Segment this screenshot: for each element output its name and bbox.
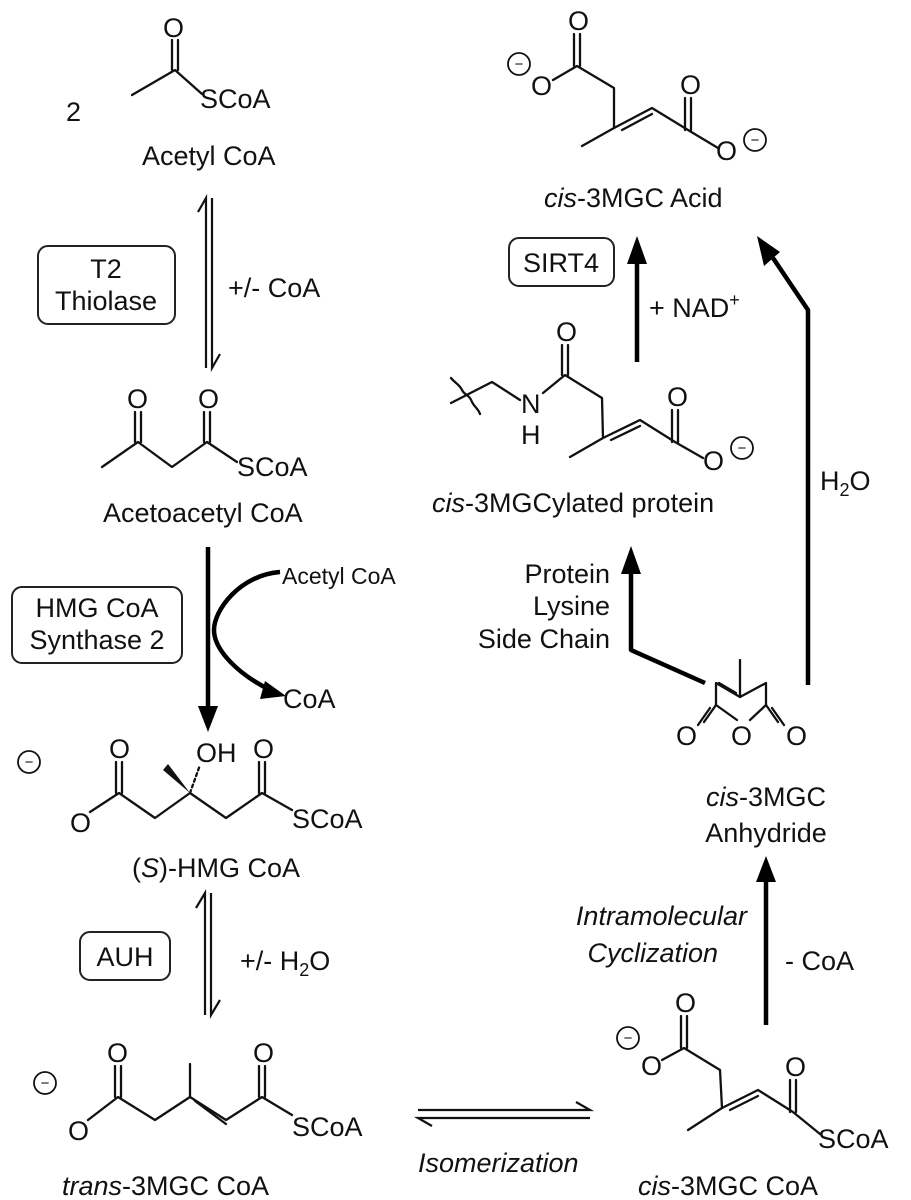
lysine-label-line2: Lysine	[533, 591, 610, 621]
protein-amide-oxygen: O	[556, 317, 577, 347]
acid-carboxylate-oxygen-left: O	[531, 71, 552, 101]
water-exchange-condition: +/- H2O	[240, 946, 330, 980]
cis-coa-thioester: SCoA	[818, 1124, 889, 1154]
auh-equilibrium-arrows	[195, 889, 221, 1019]
svg-text:−: −	[624, 1030, 633, 1047]
auh-enzyme-box: AUH	[79, 931, 171, 981]
acetoacetyl-thioester: SCoA	[237, 452, 308, 482]
trans-thioester-oxygen: O	[253, 1038, 274, 1068]
acetoacetyl-coa-structure: O O SCoA Acetoacetyl CoA	[100, 384, 308, 528]
svg-text:−: −	[25, 754, 34, 771]
cis-coa-thioester-oxygen: O	[785, 1052, 806, 1082]
svg-text:−: −	[41, 1075, 50, 1092]
acetyl-carbonyl-oxygen: O	[163, 13, 184, 43]
sirt4-enzyme-box: SIRT4	[508, 237, 615, 287]
water-condition: H2O	[820, 466, 871, 500]
anhydride-ring-oxygen: O	[731, 721, 752, 751]
acetoacetyl-ketone-oxygen: O	[127, 384, 148, 414]
svg-text:−: −	[751, 132, 760, 149]
hmg-thioester: SCoA	[292, 804, 363, 834]
anhydride-structure: O O O cis-3MGC Anhydride	[676, 658, 827, 848]
hmg-coa-structure: − O O O OH SCoA (S)-HMG CoA	[17, 734, 363, 883]
synthase-enzyme-box: HMG CoA Synthase 2	[11, 586, 183, 664]
thiolase-enzyme-box: T2 Thiolase	[37, 245, 176, 325]
lysine-label-line1: Protein	[524, 559, 610, 589]
thiolase-label-line2: Thiolase	[55, 286, 157, 316]
trans-3mgc-coa-label: trans-3MGC CoA	[62, 1171, 269, 1200]
anhydride-carbonyl-oxygen-left: O	[676, 721, 697, 751]
anhydride-carbonyl-oxygen-right: O	[786, 721, 807, 751]
coa-exchange-condition: +/- CoA	[228, 273, 320, 303]
acetoacetyl-coa-label: Acetoacetyl CoA	[103, 498, 303, 528]
nad-condition: + NAD+	[649, 290, 740, 323]
cyclization-arrow	[756, 856, 776, 1025]
protein-carboxylate-oxygen: O	[703, 446, 724, 476]
3mgc-acid-structure: − O O O O − cis-3MGC Acid	[507, 6, 767, 213]
acetyl-coa-cosubstrate: Acetyl CoA	[282, 563, 396, 589]
sirt4-arrow	[627, 236, 647, 362]
protein-amide-hydrogen: H	[521, 420, 541, 450]
hmg-hydroxyl: OH	[196, 738, 237, 768]
3mgc-acid-label: cis-3MGC Acid	[544, 183, 723, 213]
cis-3mgc-coa-structure: − O O O SCoA cis-3MGC CoA	[616, 988, 889, 1200]
hmg-carboxyl-oxygen: O	[109, 734, 130, 764]
3mgcylated-protein-structure: N H O O O − cis-3MGCylated protein	[432, 317, 754, 518]
trans-thioester: SCoA	[292, 1112, 363, 1142]
acid-carboxyl-oxygen-left: O	[568, 6, 589, 36]
isomerization-equilibrium-arrows	[413, 1101, 595, 1127]
trans-carboxylate-oxygen: O	[68, 1116, 89, 1146]
hydrolysis-arrow	[757, 236, 811, 685]
svg-text:−: −	[738, 440, 747, 457]
lysine-arrow	[621, 546, 706, 686]
hmg-coa-label: (S)-HMG CoA	[132, 853, 300, 883]
cis-3mgc-coa-label: cis-3MGC CoA	[638, 1171, 818, 1200]
trans-3mgc-coa-structure: − O O O SCoA trans-3MGC CoA	[33, 1038, 363, 1200]
hmg-carboxylate-oxygen: O	[70, 808, 91, 838]
trans-carboxyl-oxygen: O	[107, 1038, 128, 1068]
hmg-thioester-oxygen: O	[253, 734, 274, 764]
anhydride-label-line2: Anhydride	[705, 818, 827, 848]
acetyl-thioester: SCoA	[200, 84, 271, 114]
acetyl-coa-structure: 2 O SCoA Acetyl CoA	[66, 13, 276, 171]
sirt4-label: SIRT4	[523, 248, 599, 278]
acid-carboxyl-oxygen-right: O	[680, 70, 701, 100]
acid-carboxylate-oxygen-right: O	[716, 136, 737, 166]
anhydride-label-line1: cis-3MGC	[706, 782, 826, 812]
protein-amide-nitrogen: N	[521, 389, 541, 419]
acetoacetyl-thioester-oxygen: O	[198, 384, 219, 414]
isomerization-label: Isomerization	[418, 1148, 579, 1178]
cis-coa-carboxyl-oxygen: O	[675, 988, 696, 1018]
thiolase-equilibrium-arrows	[197, 193, 221, 373]
cyclization-label-line1: Intramolecular	[576, 901, 748, 931]
synthase-arrow	[198, 547, 286, 732]
svg-text:−: −	[515, 56, 524, 73]
cyclization-label-line2: Cyclization	[587, 938, 718, 968]
coa-byproduct: CoA	[283, 684, 336, 714]
synthase-label-line1: HMG CoA	[35, 593, 158, 623]
minus-coa-condition: - CoA	[785, 946, 854, 976]
lysine-label-line3: Side Chain	[478, 624, 610, 654]
auh-label: AUH	[96, 942, 153, 972]
acetyl-coa-label: Acetyl CoA	[142, 141, 276, 171]
synthase-label-line2: Synthase 2	[29, 625, 164, 655]
3mgcylated-protein-label: cis-3MGCylated protein	[432, 488, 714, 518]
cis-coa-carboxylate-oxygen: O	[641, 1051, 662, 1081]
acetyl-coa-stoichiometry: 2	[66, 97, 81, 127]
protein-carboxyl-oxygen: O	[667, 382, 688, 412]
thiolase-label-line1: T2	[90, 254, 122, 284]
